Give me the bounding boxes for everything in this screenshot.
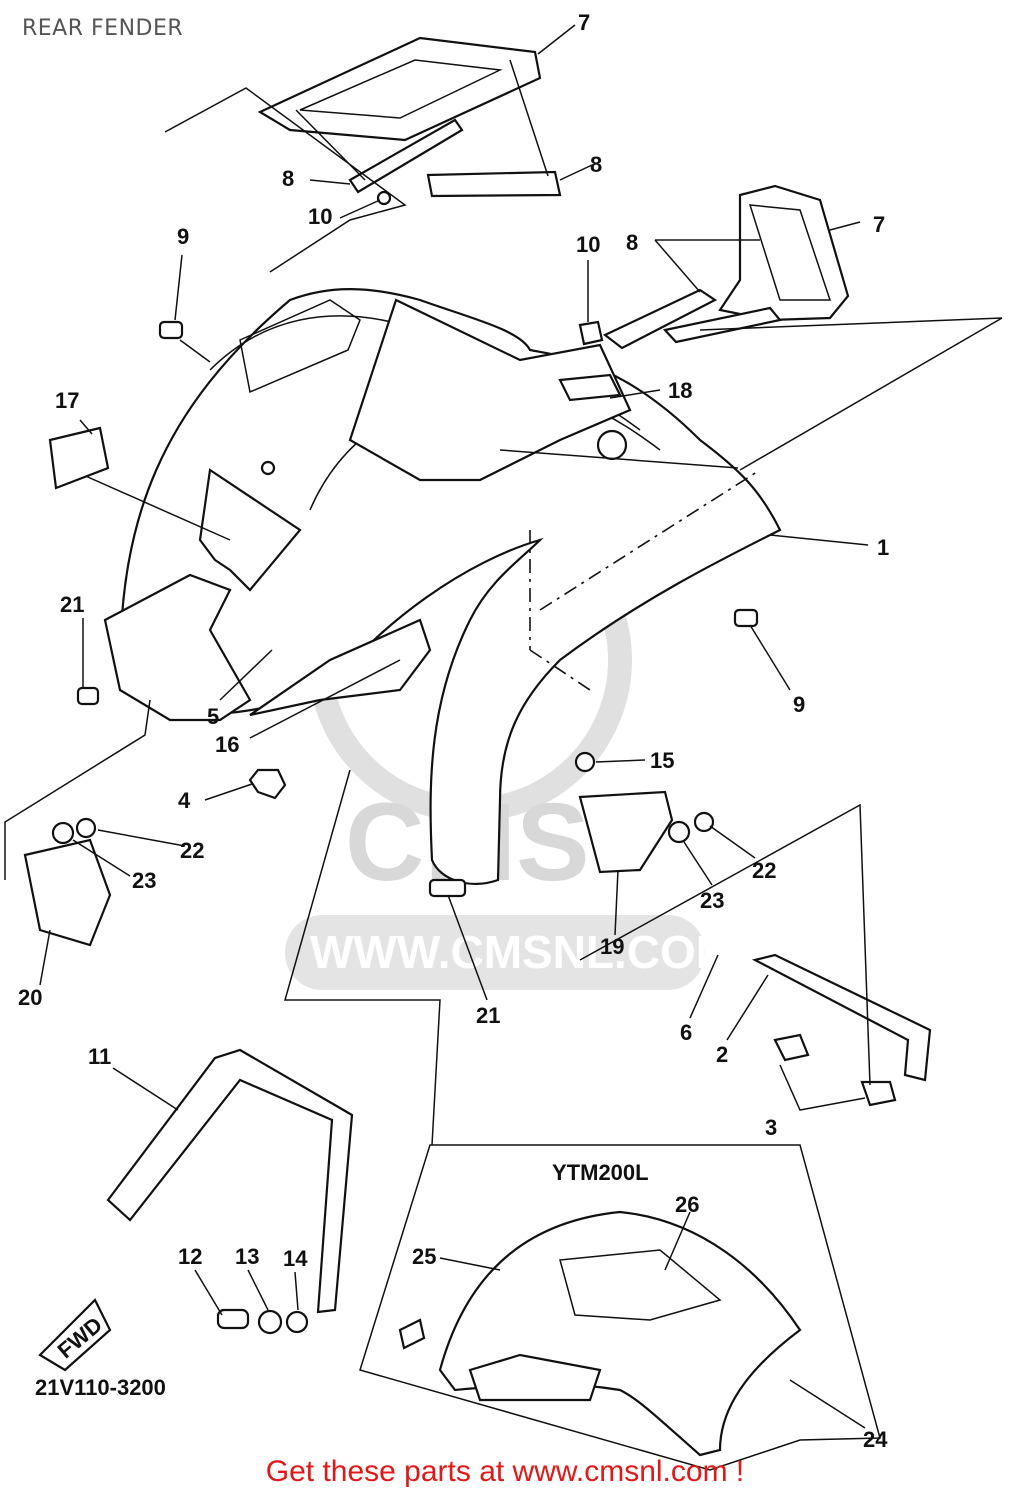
callout-15: 15 xyxy=(650,748,674,773)
callout-8: 8 xyxy=(626,230,638,255)
callout-11: 11 xyxy=(88,1044,111,1069)
callout-10: 10 xyxy=(576,232,600,257)
callout-17: 17 xyxy=(55,388,79,413)
callout-12: 12 xyxy=(178,1244,202,1269)
upper-bracket-assembly xyxy=(164,36,562,273)
callout-2: 2 xyxy=(716,1042,728,1067)
callout-21: 21 xyxy=(60,592,84,617)
callout-8: 8 xyxy=(590,152,602,177)
variant-inset xyxy=(359,1144,881,1471)
callout-numbers: 7 8 8 10 7 8 10 9 17 18 1 9 21 5 16 4 15… xyxy=(18,10,889,1452)
callout-4: 4 xyxy=(178,788,191,813)
callout-23: 23 xyxy=(700,888,724,913)
callout-3: 3 xyxy=(765,1115,777,1140)
drawing-code: 21V110-3200 xyxy=(35,1375,166,1400)
callout-10: 10 xyxy=(308,204,332,229)
callout-16: 16 xyxy=(215,732,239,757)
callout-25: 25 xyxy=(412,1244,436,1269)
callout-7: 7 xyxy=(873,212,885,237)
callout-9: 9 xyxy=(793,692,805,717)
callout-22: 22 xyxy=(752,858,776,883)
callout-9: 9 xyxy=(177,224,189,249)
callout-26: 26 xyxy=(675,1192,699,1217)
parts-link-banner[interactable]: Get these parts at www.cmsnl.com ! xyxy=(265,1455,745,1488)
watermark-text: WWW.CMSNL.COM xyxy=(310,926,734,978)
stay-bracket xyxy=(38,1048,354,1372)
variant-label: YTM200L xyxy=(552,1160,649,1185)
hardware-parts xyxy=(23,320,932,1111)
callout-13: 13 xyxy=(235,1244,259,1269)
callout-14: 14 xyxy=(283,1246,308,1271)
callout-6: 6 xyxy=(680,1020,692,1045)
callout-20: 20 xyxy=(18,985,42,1010)
callout-18: 18 xyxy=(668,378,692,403)
callout-1: 1 xyxy=(877,535,889,560)
page-title: REAR FENDER xyxy=(22,16,184,41)
callout-24: 24 xyxy=(863,1427,888,1452)
callout-8: 8 xyxy=(282,166,294,191)
callout-19: 19 xyxy=(600,934,624,959)
callout-22: 22 xyxy=(180,838,204,863)
callout-23: 23 xyxy=(132,868,156,893)
callout-5: 5 xyxy=(207,704,219,729)
side-bracket-assembly xyxy=(578,184,1003,471)
callout-21: 21 xyxy=(476,1003,500,1028)
callout-7: 7 xyxy=(578,10,590,35)
leader-lines xyxy=(39,24,869,1429)
rear-fender-body xyxy=(4,288,782,1146)
